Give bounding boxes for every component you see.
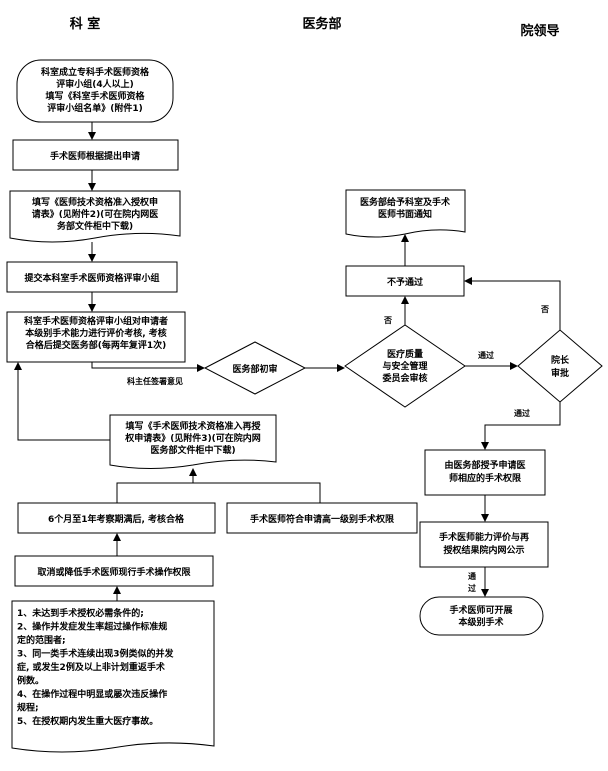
node-text-n1: 评审小组(4人以上) <box>56 78 134 90</box>
header-leaders: 院领导 <box>520 23 559 39</box>
node-probation <box>17 502 216 534</box>
node-president-approval <box>517 329 603 403</box>
node-text-m6: 授权结果院内网公示 <box>443 544 524 556</box>
node-revoke-conditions <box>11 600 215 753</box>
node-grant <box>424 449 546 496</box>
node-apply <box>12 139 179 171</box>
node-text-n1: 评审小组名单》(附件1) <box>47 102 143 114</box>
node-text-n8: 手术医师符合申请高一级别手术权限 <box>250 513 395 525</box>
label-sign: 科主任签署意见 <box>127 376 183 386</box>
node-text-n6: 医务部文件柜中下载) <box>150 444 235 456</box>
node-text-n9: 取消或降低手术医师现行手术操作权限 <box>37 566 191 578</box>
label-pass-3a: 通 <box>468 571 476 581</box>
node-publish <box>419 521 549 568</box>
node-text-n10: 3、同一类手术连续出现3例类似的并发 <box>17 648 175 660</box>
node-text-m7: 手术医师可开展 <box>449 604 512 616</box>
header-medical: 医务部 <box>302 16 341 32</box>
node-text-m6: 手术医师能力评价与再 <box>439 531 529 543</box>
node-texts: 科室成立专科手术医师资格评审小组(4人以上)填写《科室手术医师资格评审小组名单》… <box>16 66 570 727</box>
node-text-m7: 本级别手术 <box>458 616 503 628</box>
node-submit <box>6 261 178 293</box>
node-text-n6: 权申请表》(见附件3)(可在院内网 <box>124 432 261 444</box>
node-reauth-form <box>109 414 277 469</box>
node-text-n1: 填写《科室手术医师资格 <box>45 90 145 102</box>
node-text-n3: 请表》(见附件2)(可在院内网医 <box>32 208 159 220</box>
node-text-m4: 医疗质量 <box>387 348 423 360</box>
node-text-n1: 科室成立专科手术医师资格 <box>41 66 150 78</box>
node-text-n5: 合格后提交医务部(每两年复评1次) <box>26 339 167 351</box>
node-text-n10: 症, 或发生2例及以上非计划重返手术 <box>17 661 165 673</box>
node-text-n10: 2、操作并发症发生率超过操作标准规 <box>17 621 167 633</box>
label-pass-3b: 过 <box>468 583 476 593</box>
node-text-n10: 规程; <box>17 702 39 714</box>
node-committee-setup <box>16 59 174 123</box>
header-dept: 科 室 <box>70 16 101 32</box>
node-fill-form <box>9 190 181 243</box>
node-text-n3: 填写《医师技术资格准入授权申 <box>32 196 158 208</box>
node-higher-level <box>226 502 418 534</box>
node-revoke <box>14 555 214 587</box>
label-pass-2: 通过 <box>514 408 530 418</box>
node-text-m5: 由医务部授予申请医 <box>444 459 525 471</box>
connectors <box>14 122 561 601</box>
label-pass-1: 通过 <box>478 350 494 360</box>
node-text-m1: 医务部给予科室及手术 <box>360 196 450 208</box>
node-text-n6: 填写《手术医师技术资格准入再授 <box>125 420 261 432</box>
node-text-l1: 审批 <box>551 367 569 379</box>
node-text-n5: 本级别手术能力进行评价考核, 考核 <box>25 327 167 339</box>
node-text-m5: 师相应的手术权限 <box>449 472 522 484</box>
node-text-n10: 例数。 <box>17 675 44 687</box>
node-text-n4: 提交本科室手术医师资格评审小组 <box>24 272 159 284</box>
node-text-m3: 医务部初审 <box>232 363 277 375</box>
node-text-n2: 手术医师根据提出申请 <box>50 150 140 162</box>
label-no-2: 否 <box>540 305 549 314</box>
node-text-n5: 科室手术医师资格评审小组对申请者 <box>24 315 168 327</box>
node-may-operate <box>419 596 544 636</box>
node-text-n10: 1、未达到手术授权必需条件的; <box>17 607 144 619</box>
node-rejected <box>345 265 465 297</box>
node-text-l1: 院长 <box>551 354 570 366</box>
node-evaluate <box>6 311 186 363</box>
node-text-n10: 定的范围者; <box>16 634 66 646</box>
node-text-m4: 与安全管理 <box>382 360 427 372</box>
node-text-m2: 不予通过 <box>387 276 423 288</box>
node-text-m4: 委员会审核 <box>381 372 427 384</box>
node-written-notice <box>345 189 466 238</box>
node-text-n3: 务部文件柜中下载) <box>57 220 133 232</box>
node-text-n7: 6个月至1年考察期满后, 考核合格 <box>48 513 185 525</box>
node-text-m1: 医师书面通知 <box>378 208 432 220</box>
node-text-n10: 4、在操作过程中明显或屡次违反操作 <box>17 688 167 700</box>
node-text-n10: 5、在授权期内发生重大医疗事故。 <box>17 715 158 727</box>
label-no-1: 否 <box>383 316 392 325</box>
